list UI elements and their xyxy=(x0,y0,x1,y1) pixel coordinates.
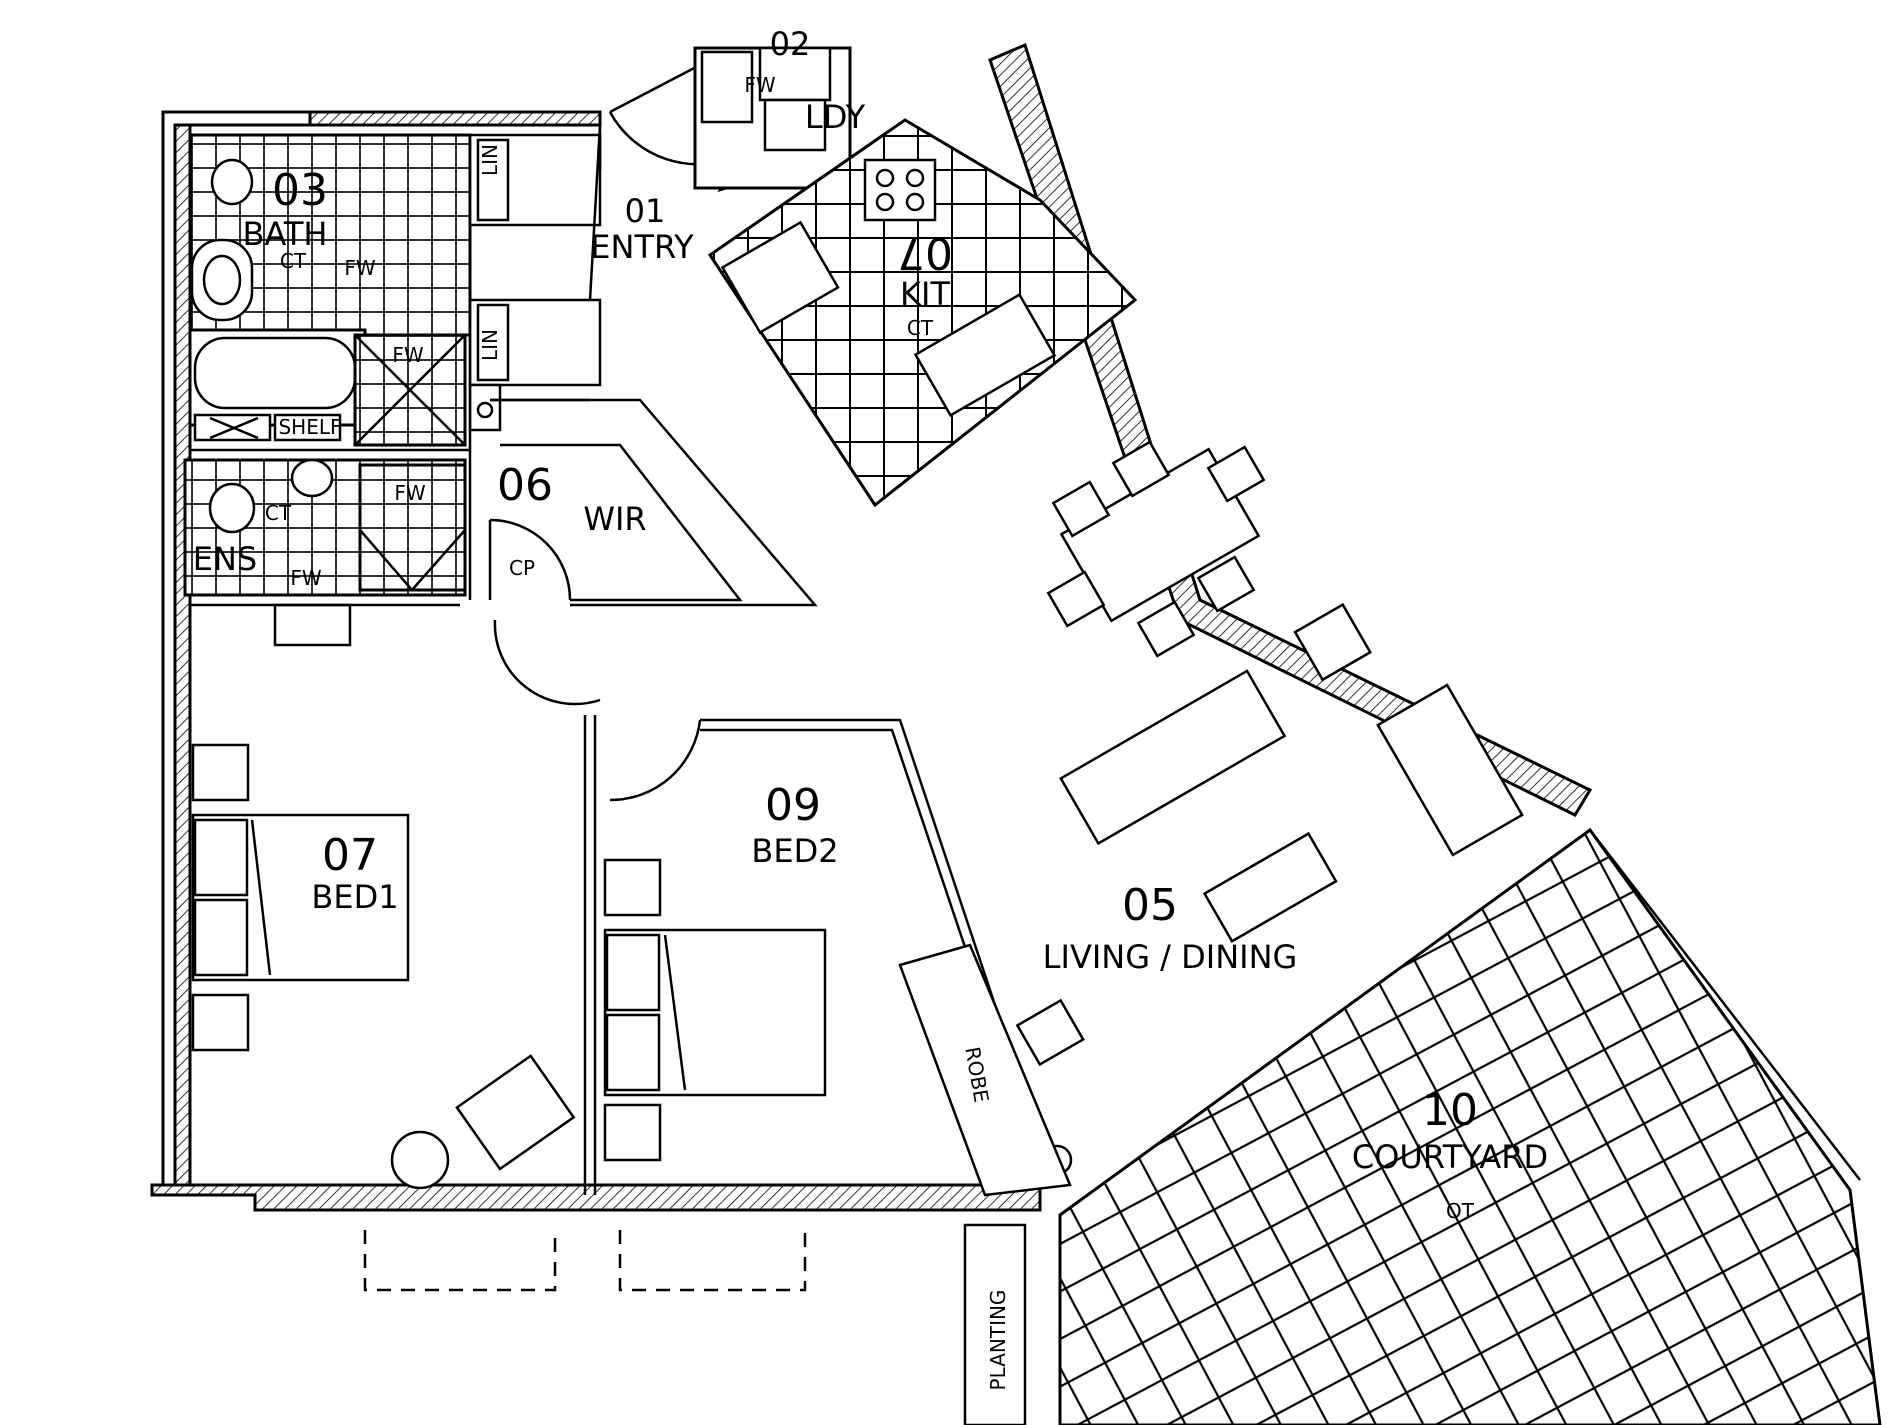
laundry-number: 02 xyxy=(770,25,811,63)
cooktop xyxy=(863,158,937,222)
toilet xyxy=(210,158,254,206)
ensuite-shower xyxy=(358,463,467,592)
bed2-number: 09 xyxy=(765,780,821,831)
laundry-fw-label: FW xyxy=(744,73,776,97)
kitchen-ct-label: CT xyxy=(907,316,934,340)
bath-label: BATH xyxy=(243,215,328,253)
window-hoods xyxy=(363,1230,807,1292)
sofa-secondary xyxy=(1376,683,1524,857)
courtyard-ot-label: OT xyxy=(1446,1199,1475,1223)
kitchen-number: 07 xyxy=(897,227,953,278)
wir-number: 06 xyxy=(497,460,553,511)
wir-label: WIR xyxy=(583,500,646,538)
sofa xyxy=(1059,669,1287,846)
bed2-furniture xyxy=(603,858,827,1162)
living-label: LIVING / DINING xyxy=(1043,938,1298,976)
cp-label: CP xyxy=(509,556,535,580)
basin xyxy=(190,238,254,322)
entry-label: ENTRY xyxy=(590,228,694,266)
laundry-label: LDY xyxy=(805,98,866,136)
shelf-label: SHELF xyxy=(278,415,341,439)
coffee-table xyxy=(1202,831,1338,943)
bed1-label: BED1 xyxy=(311,878,398,916)
bed2-label: BED2 xyxy=(751,832,838,870)
ensuite-shower-fw-label: FW xyxy=(394,481,426,505)
bed1-furniture xyxy=(191,743,576,1190)
courtyard-number: 10 xyxy=(1422,1085,1478,1136)
linen-cupboards xyxy=(468,133,602,432)
bath-ct-label: CT xyxy=(280,249,307,273)
laundry xyxy=(693,46,852,190)
kitchen xyxy=(707,118,1138,508)
living-dining-furniture xyxy=(1015,440,1524,1176)
ensuite-basin xyxy=(290,458,334,498)
ensuite-toilet xyxy=(208,482,256,534)
planting-label: PLANTING xyxy=(986,1290,1010,1391)
planting-strip xyxy=(963,1223,1027,1425)
ensuite-fw-label: FW xyxy=(290,566,322,590)
kitchen-label: KIT xyxy=(900,275,950,313)
entry-number: 01 xyxy=(625,192,666,230)
shower-fw-label: FW xyxy=(392,343,424,367)
bathtub xyxy=(193,336,357,410)
ensuite-label: ENS xyxy=(193,540,257,578)
ensuite-ct-label: CT xyxy=(265,501,292,525)
ensuite xyxy=(183,458,467,647)
bed1-number: 07 xyxy=(322,830,378,881)
bath-number: 03 xyxy=(272,165,328,216)
sink xyxy=(913,292,1057,418)
courtyard-label: COURTYARD xyxy=(1352,1138,1548,1176)
courtyard xyxy=(1058,827,1882,1425)
linen-label-lower: LIN xyxy=(478,329,502,361)
room-labels: 01 ENTRY 02 LDY 03 BATH ENS 05 LIVING / … xyxy=(193,25,1548,1176)
side-table xyxy=(390,1130,450,1190)
living-number: 05 xyxy=(1122,880,1178,931)
armchair xyxy=(455,1054,576,1171)
robe xyxy=(898,943,1072,1197)
fridge xyxy=(720,220,840,335)
bath-fw-label: FW xyxy=(344,256,376,280)
linen-label-upper: LIN xyxy=(478,144,502,176)
bathroom xyxy=(188,133,472,447)
